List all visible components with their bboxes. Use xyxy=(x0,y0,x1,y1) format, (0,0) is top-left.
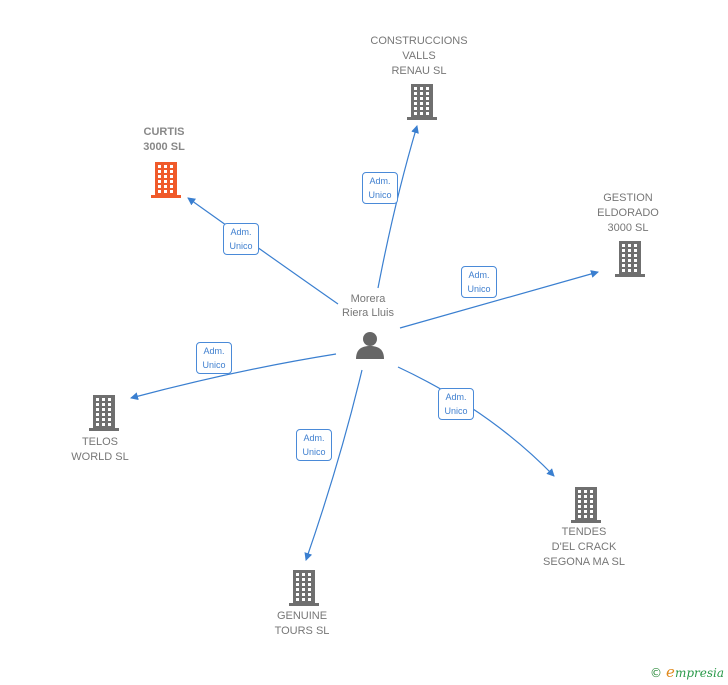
center-person-label[interactable]: Morera Riera Lluis xyxy=(342,293,394,319)
company-label-construccions[interactable]: CONSTRUCCIONS VALLS RENAU SL xyxy=(370,35,468,77)
brand-initial: e xyxy=(666,663,675,681)
company-label-gestion[interactable]: GESTION ELDORADO 3000 SL xyxy=(597,192,659,234)
building-icon[interactable] xyxy=(288,570,320,606)
relation-tag-construccions: Adm. Unico xyxy=(362,172,398,204)
edge-construccions xyxy=(377,125,419,289)
building-icon[interactable] xyxy=(614,241,646,277)
building-icon[interactable] xyxy=(88,395,120,431)
person-icon[interactable] xyxy=(355,331,385,359)
company-label-genuine[interactable]: GENUINE TOURS SL xyxy=(274,610,330,637)
relation-tag-genuine: Adm. Unico xyxy=(296,429,332,461)
relation-tag-telos: Adm. Unico xyxy=(196,342,232,374)
relation-tag-tendes: Adm. Unico xyxy=(438,388,474,420)
company-label-telos[interactable]: TELOS WORLD SL xyxy=(71,436,129,463)
edge-tendes xyxy=(397,366,555,477)
building-icon[interactable] xyxy=(150,162,182,198)
copyright-brand[interactable]: ©empresia xyxy=(650,663,724,681)
company-label-tendes[interactable]: TENDES D'EL CRACK SEGONA MA SL xyxy=(543,526,625,568)
company-label-curtis[interactable]: CURTIS 3000 SL xyxy=(143,126,185,153)
edge-telos xyxy=(130,353,337,401)
copyright-symbol: © xyxy=(650,666,663,680)
building-icon[interactable] xyxy=(570,487,602,523)
edge-genuine xyxy=(304,369,363,561)
brand-name: mpresia xyxy=(674,666,724,680)
edge-gestion xyxy=(399,270,599,329)
relation-tag-gestion: Adm. Unico xyxy=(461,266,497,298)
building-icon[interactable] xyxy=(406,84,438,120)
edge-curtis xyxy=(187,197,339,305)
relation-tag-curtis: Adm. Unico xyxy=(223,223,259,255)
